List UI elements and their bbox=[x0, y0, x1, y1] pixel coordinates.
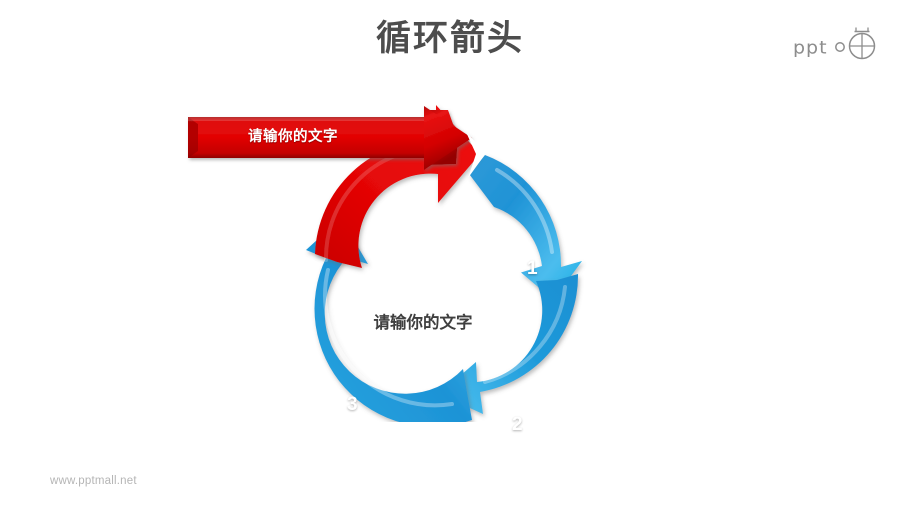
pptmall-globe-icon bbox=[835, 27, 876, 60]
footer-watermark-url: www.pptmall.net bbox=[50, 475, 137, 487]
cycle-arrow-graphic bbox=[188, 105, 583, 422]
cycle-segment-3[interactable] bbox=[306, 218, 472, 422]
cycle-arrow-diagram: 1 2 3 请输你的文字 请输你的文字 bbox=[180, 92, 630, 435]
cycle-segment-2[interactable] bbox=[439, 274, 579, 414]
callout-banner-caption[interactable]: 请输你的文字 bbox=[248, 129, 338, 145]
cycle-segment-2-number: 2 bbox=[512, 414, 523, 435]
cycle-segment-3-number: 3 bbox=[347, 394, 358, 415]
cycle-segment-1-number: 1 bbox=[527, 258, 538, 279]
page-title: 循环箭头 bbox=[375, 19, 524, 58]
cycle-center-caption[interactable]: 请输你的文字 bbox=[373, 314, 473, 332]
callout-banner[interactable] bbox=[188, 106, 472, 170]
pptmall-logo: ppt bbox=[793, 23, 885, 67]
cycle-segment-1[interactable] bbox=[469, 155, 583, 300]
arrow-gap-separator bbox=[466, 132, 486, 178]
logo-wordmark: ppt bbox=[793, 37, 828, 59]
